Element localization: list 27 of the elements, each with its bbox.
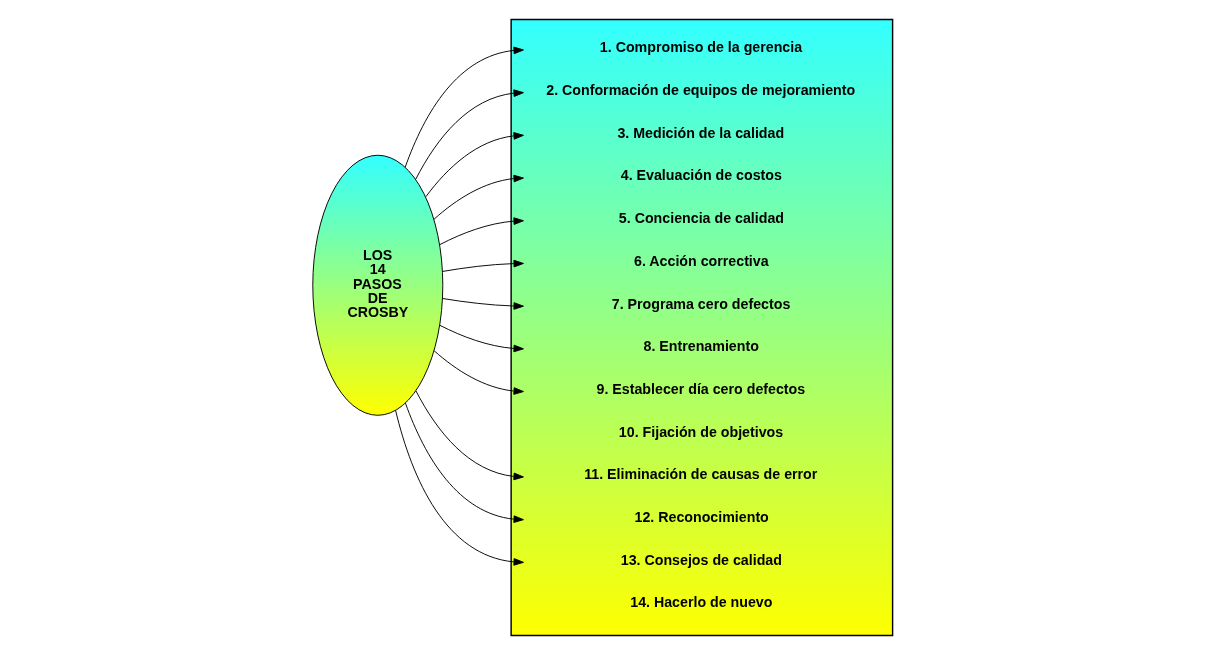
arrow [404,402,524,523]
arrow [404,46,524,168]
arrow [439,324,524,353]
node-text: 5. Conciencia de calidad [618,210,784,227]
node-text: 12. Reconocimiento [633,509,769,526]
arrow [414,390,524,481]
node-text: 7. Programa cero defectos [611,295,790,312]
arrow [394,409,524,566]
arrow [433,174,524,220]
node-text: 4. Evaluación de costos [620,167,782,184]
node-ellipse: LOS 14 PASOS DE CROSBY [311,154,443,416]
node-text: 9. Establecer día cero defectos [596,380,805,397]
arrow [433,350,524,395]
node-text: 14. Hacerlo de nuevo [629,594,772,611]
arrow [414,89,524,180]
node-text: 6. Acción correctiva [633,252,769,269]
node-text: 1. Compromiso de la gerencia [599,39,802,56]
arrow [441,259,524,272]
node-text: 13. Consejos de calidad [620,551,782,568]
node-text: 10. Fijación de objetivos [618,423,783,440]
node-text: 3. Medición de la calidad [616,124,784,141]
node-text: 2. Conformación de equipos de mejoramiento [545,82,855,98]
arrow [441,298,524,310]
arrow [438,217,524,246]
node-text: 8. Entrenamiento [643,338,759,355]
node-text: 11. Eliminación de causas de error [583,466,817,483]
arrow [424,132,524,198]
